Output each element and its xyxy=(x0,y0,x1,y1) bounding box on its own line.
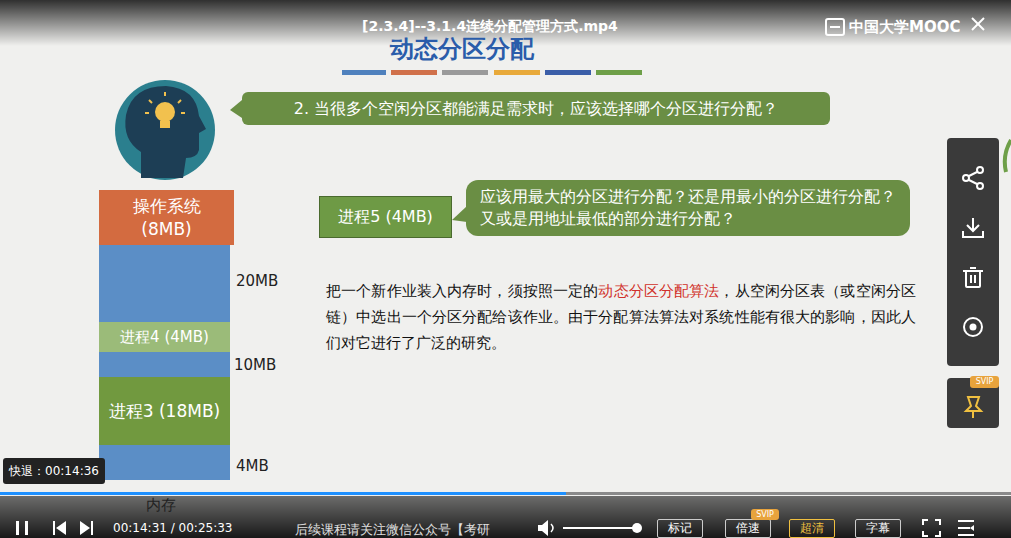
player-button: 超清 xyxy=(789,519,835,538)
node-text: 字幕 xyxy=(866,520,890,536)
slide-title: 动态分区分配 xyxy=(390,33,534,65)
player-button: 标记 xyxy=(657,519,703,538)
highlight-term: 动态分区分配算法 xyxy=(598,282,719,300)
address-label: 4MB xyxy=(236,457,269,475)
logo-text: 中国大学MOOC xyxy=(849,18,960,37)
close-icon xyxy=(972,18,984,30)
process-box: 进程5 (4MB) xyxy=(319,196,452,238)
edge-decoration xyxy=(1005,140,1011,172)
node-text: 倍速 xyxy=(736,520,760,536)
logo-icon xyxy=(826,19,844,35)
question-bubble: 应该用最大的分区进行分配？还是用最小的分区进行分配？又或是用地址最低的部分进行分… xyxy=(466,180,910,236)
paragraph-text: 把一个新作业装入内存时，须按照一定的 xyxy=(326,282,598,300)
svip-badge: SVIP xyxy=(970,376,999,388)
process-partition: 进程3 (18MB) xyxy=(99,377,230,445)
subtitle-text: 后续课程请关注微信公众号【考研 xyxy=(295,521,490,538)
node-text: SVIP xyxy=(976,378,994,386)
player-button: 字幕 xyxy=(855,519,901,538)
time-display: 00:14:31 / 00:25:33 xyxy=(113,521,232,535)
process-partition: 进程4 (4MB) xyxy=(99,322,230,352)
node-text: 标记 xyxy=(668,520,692,536)
os-partition: 操作系统 (8MB) xyxy=(99,190,234,245)
control-bar xyxy=(0,496,1011,538)
node-text: 应该用最大的分区进行分配？还是用最小的分区进行分配？又或是用地址最低的部分进行分… xyxy=(480,186,896,229)
address-label: 10MB xyxy=(234,356,276,374)
node-text: SVIP xyxy=(756,511,774,519)
address-label: 20MB xyxy=(236,272,278,290)
player-controls xyxy=(16,520,974,536)
bubble-tail xyxy=(452,206,467,222)
svip-badge: SVIP xyxy=(751,509,779,520)
title-color-bars xyxy=(342,70,642,75)
free-partitions xyxy=(99,245,230,480)
node-text: 快退：00:14:36 xyxy=(9,463,99,479)
node-text: 进程5 (4MB) xyxy=(338,206,433,228)
video-title: [2.3.4]--3.1.4连续分配管理方式.mp4 xyxy=(362,18,618,36)
node-text: 超清 xyxy=(800,520,824,536)
memory-caption: 内存 xyxy=(146,496,176,515)
bubble-tail xyxy=(230,100,242,118)
thinking-head-icon xyxy=(115,80,215,180)
seek-tooltip: 快退：00:14:36 xyxy=(3,458,105,484)
node-text: 进程4 (4MB) xyxy=(120,327,209,347)
node-text: 2. 当很多个空闲分区都能满足需求时，应该选择哪个分区进行分配？ xyxy=(294,98,778,120)
progress-bar xyxy=(0,492,1011,495)
player-button: 倍速 xyxy=(725,519,771,538)
question-bubble: 2. 当很多个空闲分区都能满足需求时，应该选择哪个分区进行分配？ xyxy=(242,92,830,125)
side-toolbar xyxy=(947,138,999,428)
node-text: 操作系统 (8MB) xyxy=(119,195,214,241)
node-text: 进程3 (18MB) xyxy=(109,400,220,423)
body-paragraph: 把一个新作业装入内存时，须按照一定的动态分区分配算法，从空闲分区表（或空闲分区链… xyxy=(326,278,916,356)
